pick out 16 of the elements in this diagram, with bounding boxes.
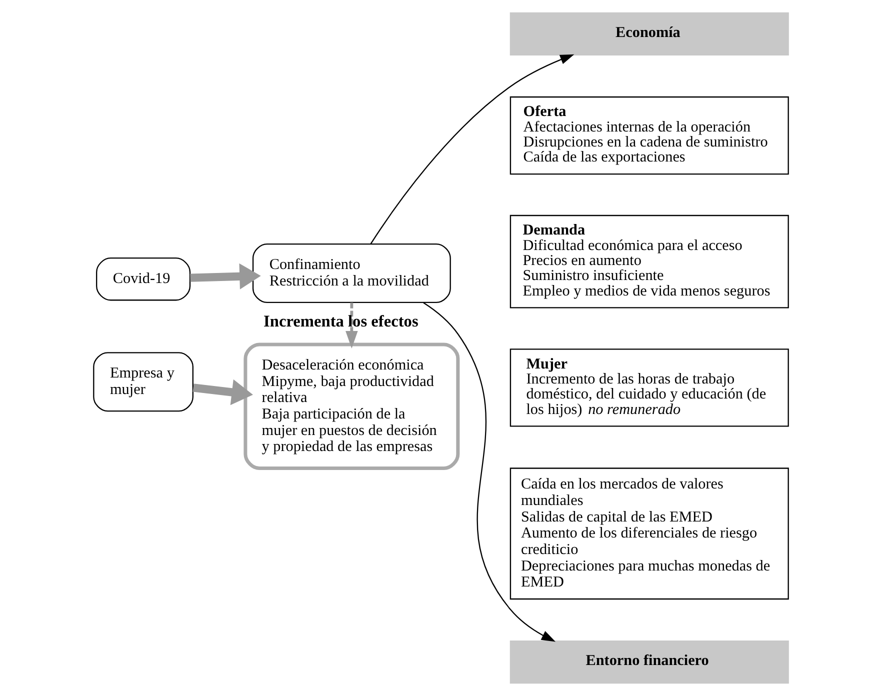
- node-box: Desaceleración económica Mipyme, baja productividad relativa Baja participación de la mujer en puestos de decisión y propiedad de las empresas: [244, 342, 460, 470]
- node-box: Economía: [510, 12, 789, 56]
- arrow: [192, 379, 253, 406]
- node-box: Mujer Incremento de las horas de trabajo doméstico, del cuidado y educación (de los hijos) no remunerado: [510, 348, 789, 427]
- arrow: [423, 302, 556, 642]
- node-box: Confinamiento Restricción a la movilidad: [252, 244, 451, 304]
- node-box: Oferta Afectaciones internas de la operación Disrupciones en la cadena de suministro Caída de las exportaciones: [510, 96, 789, 175]
- node-box: Covid-19: [96, 258, 191, 301]
- arrow: [370, 54, 574, 244]
- node-box: Caída en los mercados de valores mundiales Salidas de capital de las EMED Aumento de los diferenciales de riesgo crediticio Depreciaciones para muchas monedas de EMED: [510, 468, 789, 600]
- arrow: [346, 302, 358, 349]
- arrow: [190, 263, 261, 290]
- node-box: Empresa y mujer: [93, 352, 194, 412]
- node-box: Demanda Dificultad económica para el acceso Precios en aumento Suministro insuficiente Empleo y medios de vida menos seguros: [510, 214, 789, 308]
- node-box: Entorno financiero: [510, 640, 789, 684]
- edge-label: Incrementa los efectos: [264, 312, 418, 331]
